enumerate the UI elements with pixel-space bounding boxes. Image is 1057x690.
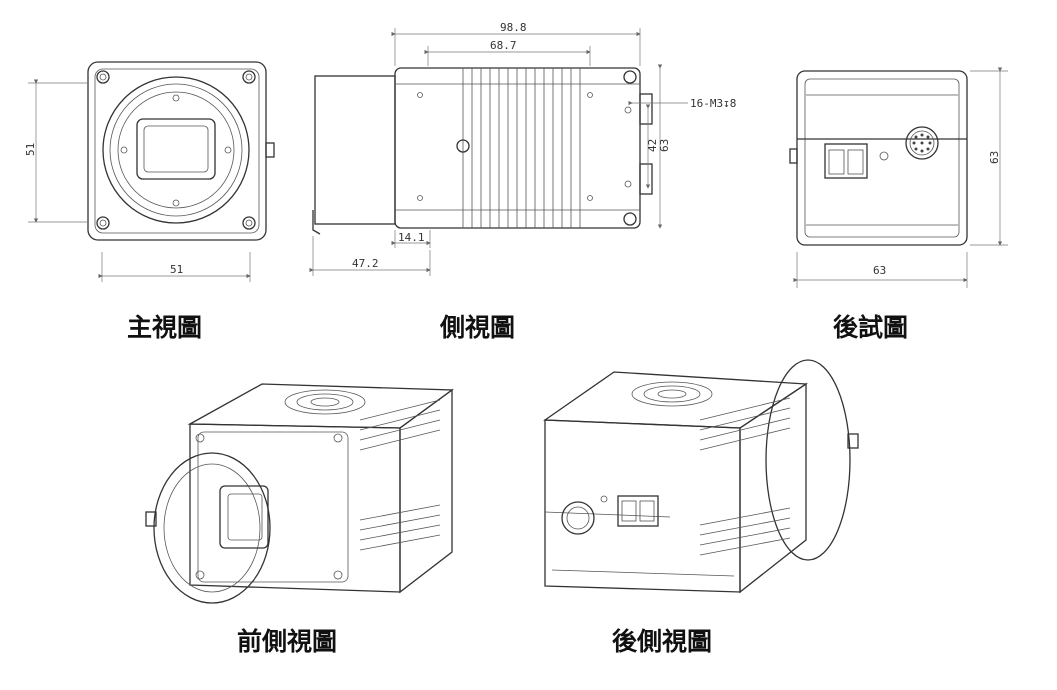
caption-rear-isometric: 後側視圖 — [612, 627, 712, 656]
rear-power-connector — [824, 143, 868, 179]
iso-top-fan-vent — [631, 381, 713, 407]
caption-front-isometric: 前側視圖 — [237, 627, 337, 656]
iso-io-connector — [561, 501, 595, 535]
front-isometric-view — [145, 383, 454, 604]
front-view: 51 51 — [24, 61, 275, 282]
rear-dim-width: 63 — [873, 264, 886, 277]
caption-side-view: 側視圖 — [439, 313, 515, 342]
rear-view: 63 63 — [789, 67, 1008, 288]
rear-dim-height: 63 — [988, 151, 1001, 164]
side-dim-h-inner: 42 — [646, 139, 659, 152]
front-dim-width: 51 — [170, 263, 183, 276]
side-dim-overall: 47.2 — [352, 257, 379, 270]
iso-rear-side-fins — [699, 397, 791, 556]
caption-rear-view: 後試圖 — [833, 313, 908, 342]
iso-power-connector — [617, 495, 659, 527]
side-fins — [462, 68, 581, 228]
side-dim-h-outer: 63 — [658, 139, 671, 152]
rear-io-connector — [905, 126, 939, 160]
side-dim-hole: 16-M3↧8 — [690, 97, 736, 110]
side-view: 98.8 68.7 16-M3↧8 42 63 14.1 47.2 — [309, 21, 736, 276]
iso-front-side-fins — [359, 399, 441, 551]
top-fan-vent — [284, 389, 366, 415]
front-dim-height: 51 — [24, 143, 37, 156]
side-dim-body: 68.7 — [490, 39, 517, 52]
side-dim-total: 98.8 — [500, 21, 527, 34]
front-screws — [96, 70, 256, 230]
rear-isometric-view — [543, 359, 859, 594]
caption-front-view: 主視圖 — [127, 313, 202, 342]
lens-mount-ring — [145, 452, 271, 604]
side-dim-mount: 14.1 — [398, 231, 425, 244]
